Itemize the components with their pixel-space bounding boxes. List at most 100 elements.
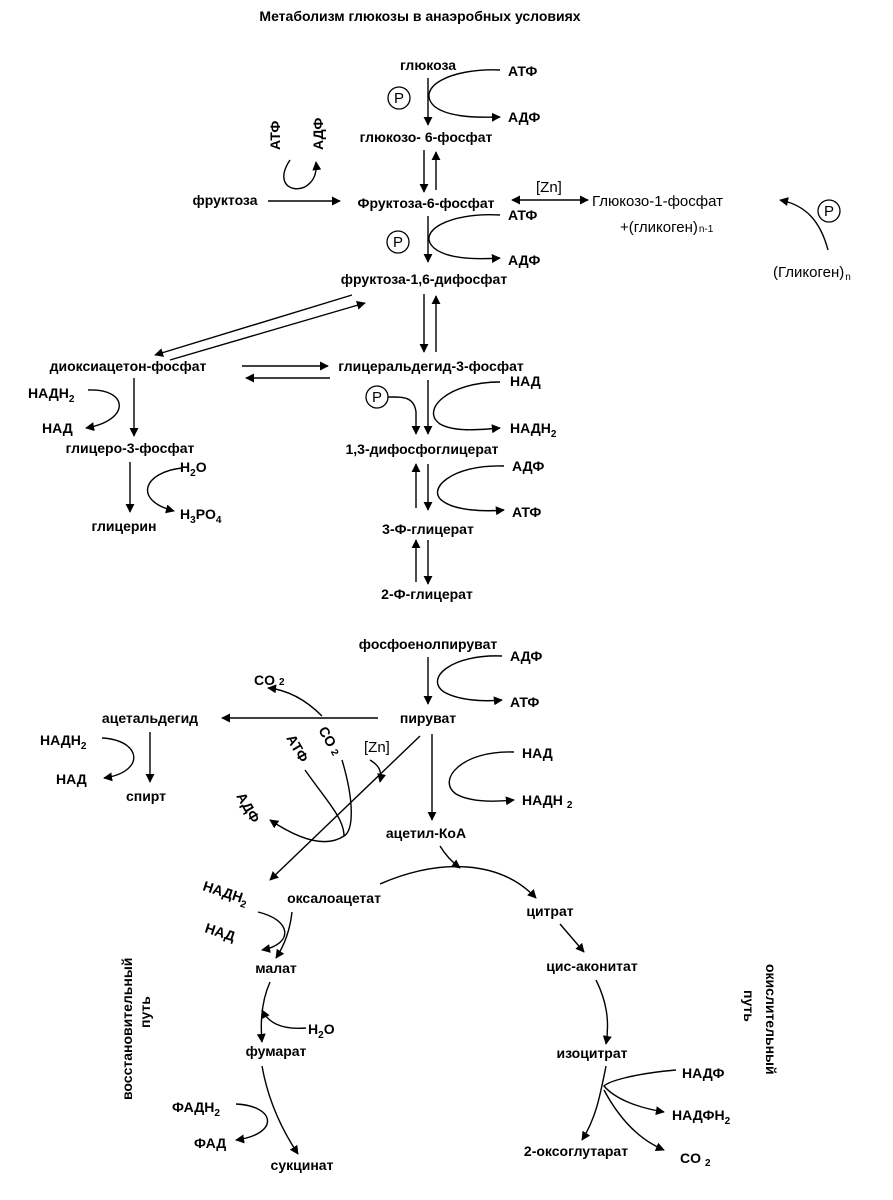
node-glycogen-n: (Гликоген)n [773,264,851,283]
node-oxoglutarate: 2-оксоглутарат [524,1143,628,1159]
node-pg3: 3-Ф-глицерат [382,521,474,537]
cofactor-nadp: НАДФ [682,1065,725,1081]
node-malate: малат [255,960,297,976]
svg-text:P: P [824,203,834,220]
node-citrate: цитрат [526,903,573,919]
arrow-fumarate-to-succinate [261,1065,299,1155]
node-acetaldehyde: ацетальдегид [102,710,198,726]
arrow-water-release [261,1009,307,1029]
cofactor-adp: АДФ [508,252,540,268]
svg-text:P: P [372,389,382,406]
svg-text:P: P [393,234,403,251]
curve-water-phosphate [146,467,183,514]
arrow-isocitrate-to-oxoglutarate [581,1065,607,1141]
node-fumarate: фумарат [246,1043,307,1059]
cofactor-adp: АДФ [510,648,542,664]
node-cisaconitate: цис-аконитат [546,958,638,974]
arrow-to-citrate [379,865,537,899]
cofactor-zn: [Zn] [364,739,390,756]
phosphate-icon: P [387,86,411,110]
node-glycerol3p: глицеро-3-фосфат [66,440,195,456]
arrow-phosphate-in [387,396,421,435]
cofactor-adp: АДФ [233,790,263,826]
curve-nad-nadh [433,381,501,434]
arrow-co2-release [267,684,323,717]
arrow-oxaloacetate-to-malate [275,911,293,959]
curve-nadh-nad [257,911,286,953]
node-dhap: диоксиацетон-фосфат [50,358,207,374]
node-oxaloacetate: оксалоацетат [287,890,381,906]
node-g6p: глюкозо- 6-фосфат [360,129,493,145]
cofactor-water: H2O [308,1021,335,1041]
curve-adp-atp [436,655,503,706]
node-f16bp: фруктоза-1,6-дифосфат [341,271,508,287]
svg-text:P: P [394,90,404,107]
curve-nad-nadh [448,751,515,806]
arrow-zn [369,759,386,783]
cofactor-water: H2O [180,459,207,479]
cofactor-zn: [Zn] [536,179,562,196]
cofactor-adp: АДФ [508,109,540,125]
arrow-citrate-to-cisaconitate [559,923,585,953]
curve-atp-adp [428,69,501,122]
pathway-reductive-2: путь [137,996,153,1028]
curve-atp-adp [283,159,322,190]
cofactor-atp: АТФ [512,504,541,520]
arrow-glycogen-to-g1p [779,197,829,251]
cofactor-nad: НАД [203,920,237,945]
arrow-dhap-to-f16bp [169,300,366,361]
pathway-reductive: восстановительный [119,958,135,1100]
cofactor-atp: АТФ [283,732,312,765]
curve-nadp-nadph [603,1069,677,1116]
node-pg2: 2-Ф-глицерат [381,586,473,602]
node-acetylcoa: ацетил-КоА [386,825,466,841]
cofactor-h3po4: H3PO4 [180,506,222,526]
phosphate-icon: P [817,199,841,223]
curve-adp-atp [437,465,505,516]
cofactor-fadh: ФАДН2 [172,1099,220,1119]
pathway-oxidative-2: путь [741,990,757,1022]
pathway-oxidative: окислительный [763,964,779,1075]
arrow-adp-out [269,819,345,843]
phosphate-icon: P [386,230,410,254]
node-ethanol: спирт [126,788,166,804]
node-pyruvate: пируват [400,710,456,726]
node-fructose: фруктоза [192,192,257,208]
node-bpg13: 1,3-дифосфоглицерат [345,441,498,457]
curve-co2-in [341,759,352,837]
node-glycogen-n1: +(гликоген)n-1 [620,219,714,236]
node-glucose: глюкоза [400,57,456,73]
curve-fadh-fad [235,1103,269,1144]
arrow-pyruvate-to-oxaloacetate [269,735,421,881]
cofactor-nadh: НАДН2 [40,732,87,752]
cofactor-atp: АТФ [510,694,539,710]
node-gap: глицеральдегид-3-фосфат [338,358,524,374]
curve-atp-adp [428,214,501,264]
arrow-acetylcoa-joins [439,845,461,869]
curve-nadh-nad [101,737,135,782]
cofactor-nadh: НАДН2 [28,385,75,405]
node-succinate: сукцинат [271,1157,334,1173]
node-glycerol: глицерин [92,518,157,534]
cofactor-nad: НАД [510,373,541,389]
arrow-co2-release [603,1089,665,1152]
arrow-f16bp-to-dhap [154,294,353,357]
cofactor-adp: АДФ [512,458,544,474]
node-g1p: Глюкозо-1-фосфат [592,193,723,210]
node-pep: фосфоенолпируват [359,636,498,652]
cofactor-nad: НАД [56,771,87,787]
cofactor-atp: АТФ [267,121,283,150]
cofactor-nadph: НАДФН2 [672,1107,731,1127]
cofactor-fad: ФАД [194,1135,226,1151]
cofactor-adp: АДФ [310,118,326,150]
curve-nadh-nad [85,389,120,432]
phosphate-icon: P [365,385,389,409]
cofactor-nad: НАД [522,745,553,761]
arrow-cisaconitate-to-isocitrate [595,979,612,1045]
diagram-title: Метаболизм глюкозы в анаэробных условиях [259,8,580,24]
curve-atp-in [304,769,345,837]
